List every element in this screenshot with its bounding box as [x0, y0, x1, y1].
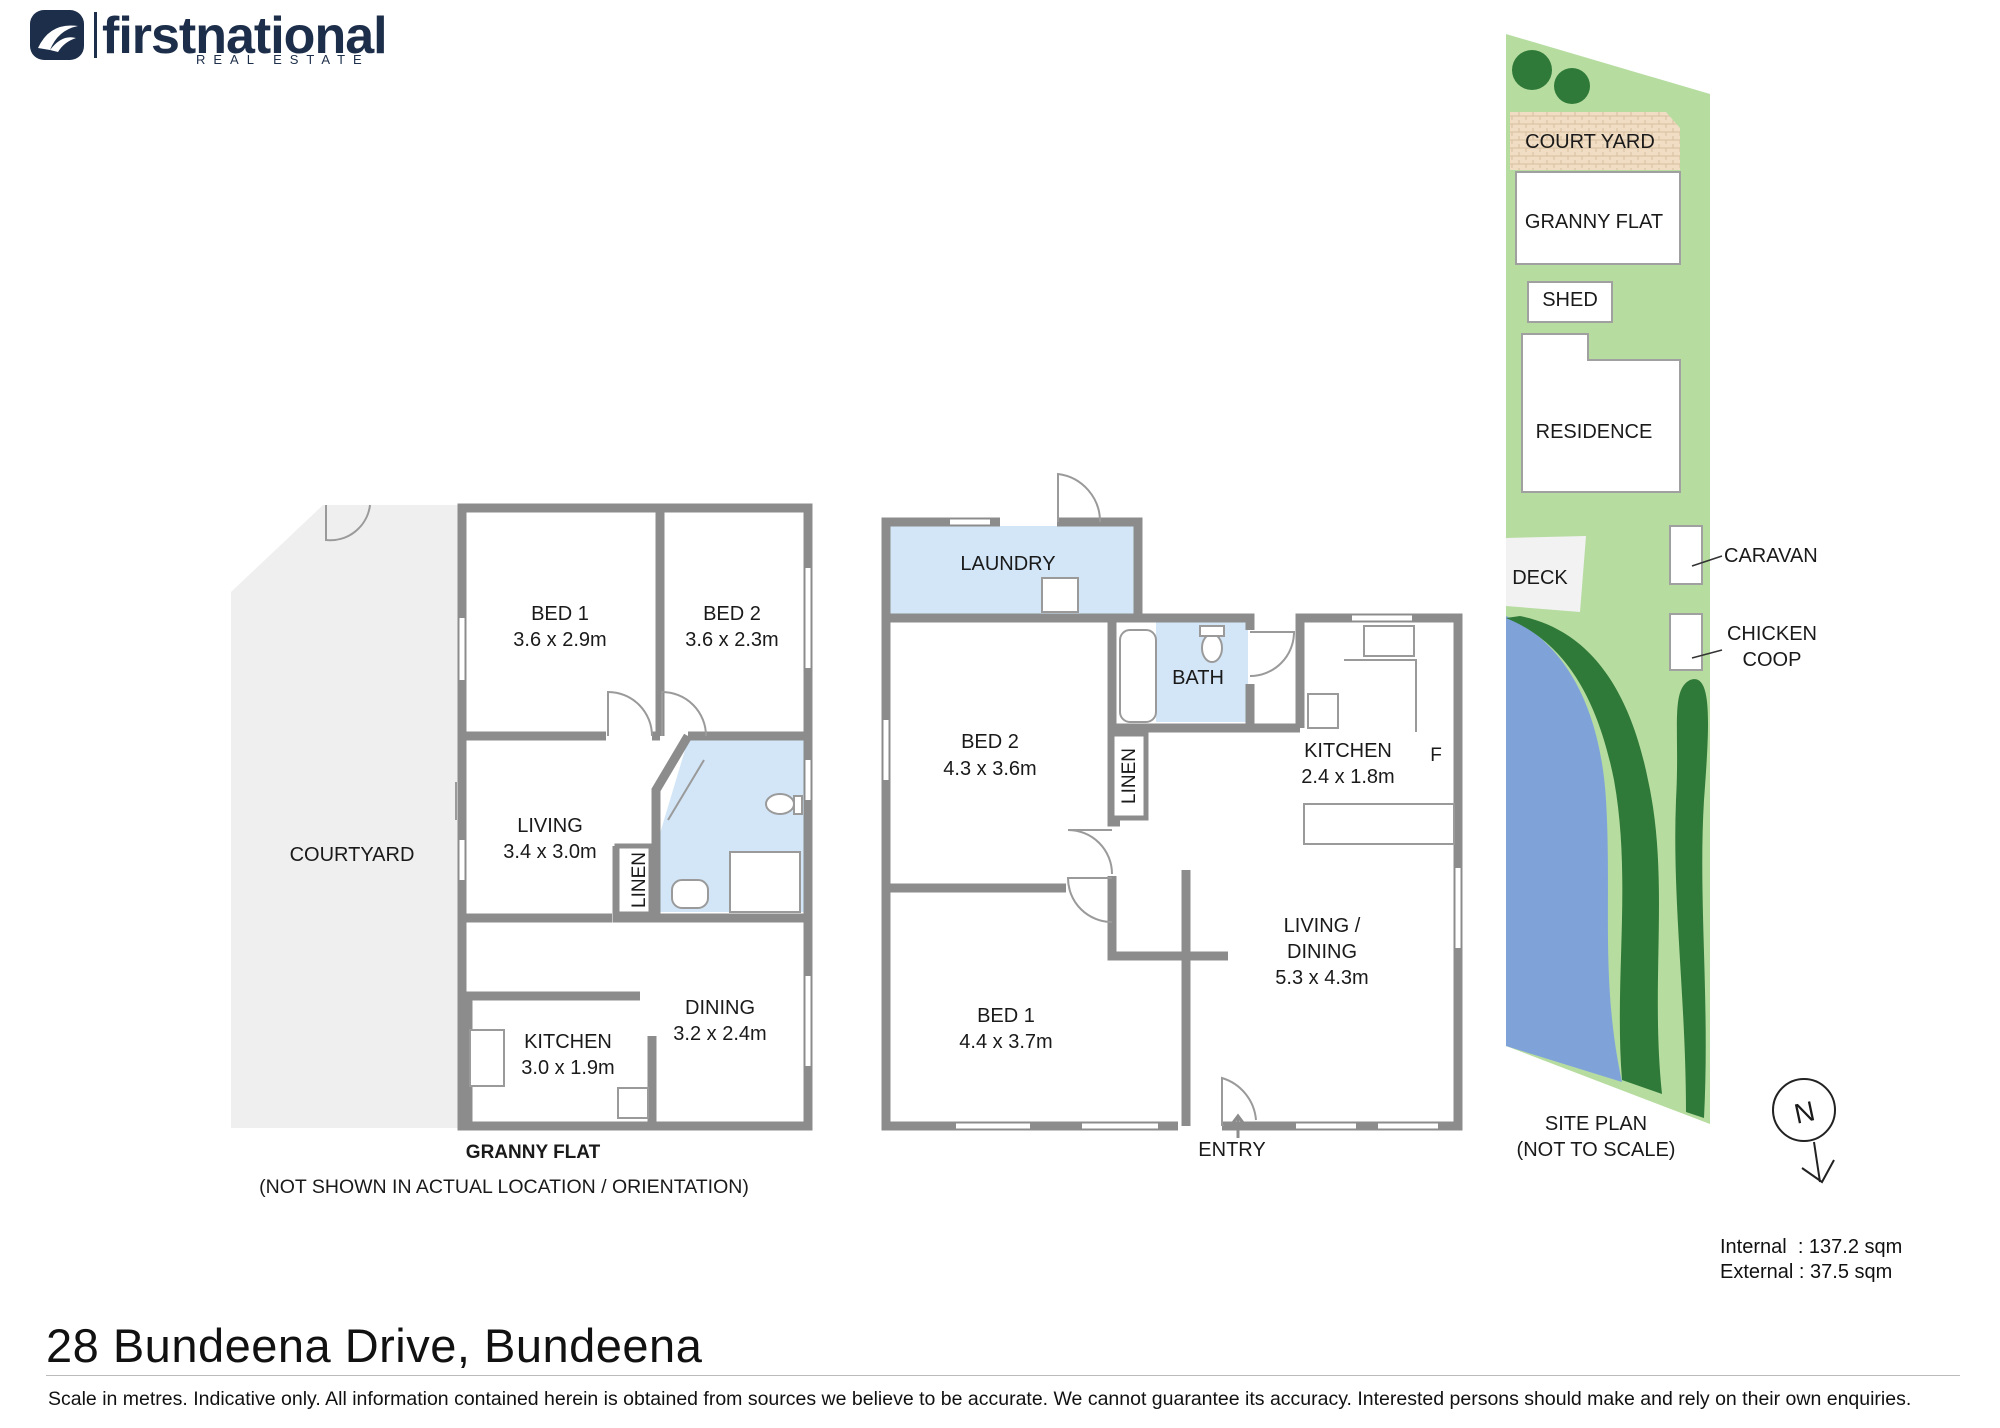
tree-band-left [1506, 616, 1662, 1094]
logo-wordmark: firstnational [102, 7, 388, 65]
residence-plan [881, 472, 1463, 1138]
entry-label: ENTRY [1198, 1139, 1265, 1161]
granny-fixtures [469, 759, 803, 1119]
granny-flat-note: (NOT SHOWN IN ACTUAL LOCATION / ORIENTAT… [259, 1176, 749, 1198]
gf-dining-size: 3.2 x 2.4m [673, 1023, 766, 1045]
res-kitchen-size: 2.4 x 1.8m [1301, 766, 1394, 788]
res-bed1-size: 4.4 x 3.7m [959, 1031, 1052, 1053]
gf-kitchen-size: 3.0 x 1.9m [521, 1057, 614, 1079]
logo-tagline: REAL ESTATE [196, 52, 370, 67]
gf-living-name: LIVING [517, 815, 583, 837]
res-living-size: 5.3 x 4.3m [1275, 967, 1368, 989]
residence-linen-cupboard [1109, 731, 1149, 821]
courtyard-area [231, 505, 462, 1128]
site-caravan-label: CARAVAN [1724, 545, 1818, 567]
site-residence-label: RESIDENCE [1536, 421, 1653, 443]
property-address: 28 Bundeena Drive, Bundeena [46, 1319, 703, 1372]
site-plan-caption-2: (NOT TO SCALE) [1517, 1139, 1676, 1161]
water-area [1506, 616, 1622, 1082]
site-deck-label: DECK [1512, 567, 1568, 589]
logo-mark-icon [30, 10, 84, 60]
gf-linen-label: LINEN [629, 852, 650, 908]
granny-doors [455, 690, 707, 820]
laundry-label: LAUNDRY [960, 553, 1055, 575]
site-leader-lines [1691, 555, 1723, 659]
site-plan [1506, 34, 1723, 1124]
laundry-area [890, 526, 1138, 614]
fridge-label: F [1430, 745, 1442, 766]
site-deck [1506, 536, 1586, 612]
gf-kitchen-name: KITCHEN [524, 1031, 612, 1053]
site-chicken-coop [1669, 613, 1703, 671]
gf-dining-name: DINING [685, 997, 755, 1019]
residence-fixtures [1041, 577, 1455, 845]
courtyard-gate [325, 504, 371, 542]
granny-walls [457, 503, 813, 1131]
site-caravan [1669, 525, 1703, 585]
bath-label: BATH [1172, 667, 1224, 689]
granny-linen-cupboard [614, 843, 654, 917]
gf-living-size: 3.4 x 3.0m [503, 841, 596, 863]
residence-windows [883, 519, 1461, 1129]
north-circle-icon [1772, 1078, 1836, 1142]
residence-linen-label: LINEN [1119, 748, 1140, 804]
external-area: External : 37.5 sqm [1720, 1261, 1893, 1283]
granny-flat-caption: GRANNY FLAT [466, 1142, 601, 1163]
north-arrowhead-icon [1801, 1159, 1835, 1184]
res-living-line1: LIVING / [1284, 915, 1361, 937]
res-living-line2: DINING [1287, 941, 1357, 963]
granny-windows [459, 568, 811, 1066]
internal-area: Internal : 137.2 sqm [1720, 1236, 1903, 1258]
gf-bed1-size: 3.6 x 2.9m [513, 629, 606, 651]
north-needle-icon [1813, 1141, 1821, 1183]
north-arrow [1772, 1078, 1836, 1184]
footer-divider [46, 1375, 1960, 1376]
site-residence [1521, 333, 1681, 493]
tree-band-right [1675, 679, 1709, 1118]
res-bed2-name: BED 2 [961, 731, 1019, 753]
site-courtyard [1510, 112, 1680, 170]
granny-flat-plan [231, 503, 813, 1131]
courtyard-label: COURTYARD [290, 844, 415, 866]
site-granny-flat [1515, 171, 1681, 265]
site-plan-caption-1: SITE PLAN [1545, 1113, 1647, 1135]
site-chicken-line2: COOP [1743, 649, 1802, 671]
res-bed1-name: BED 1 [977, 1005, 1035, 1027]
gf-bed2-size: 3.6 x 2.3m [685, 629, 778, 651]
site-courtyard-label: COURT YARD [1525, 131, 1655, 153]
tree-top-2 [1554, 68, 1590, 104]
site-granny-flat-label: GRANNY FLAT [1525, 211, 1663, 233]
gf-bed1-name: BED 1 [531, 603, 589, 625]
tree-top-1 [1512, 50, 1552, 90]
res-kitchen-name: KITCHEN [1304, 740, 1392, 762]
site-chicken-line1: CHICKEN [1727, 623, 1817, 645]
site-shed [1527, 281, 1613, 323]
logo-divider [94, 12, 97, 58]
disclaimer: Scale in metres. Indicative only. All in… [48, 1388, 1912, 1410]
site-shed-label: SHED [1542, 289, 1598, 311]
residence-doors [1057, 472, 1296, 1138]
gf-bed2-name: BED 2 [703, 603, 761, 625]
res-bed2-size: 4.3 x 3.6m [943, 758, 1036, 780]
